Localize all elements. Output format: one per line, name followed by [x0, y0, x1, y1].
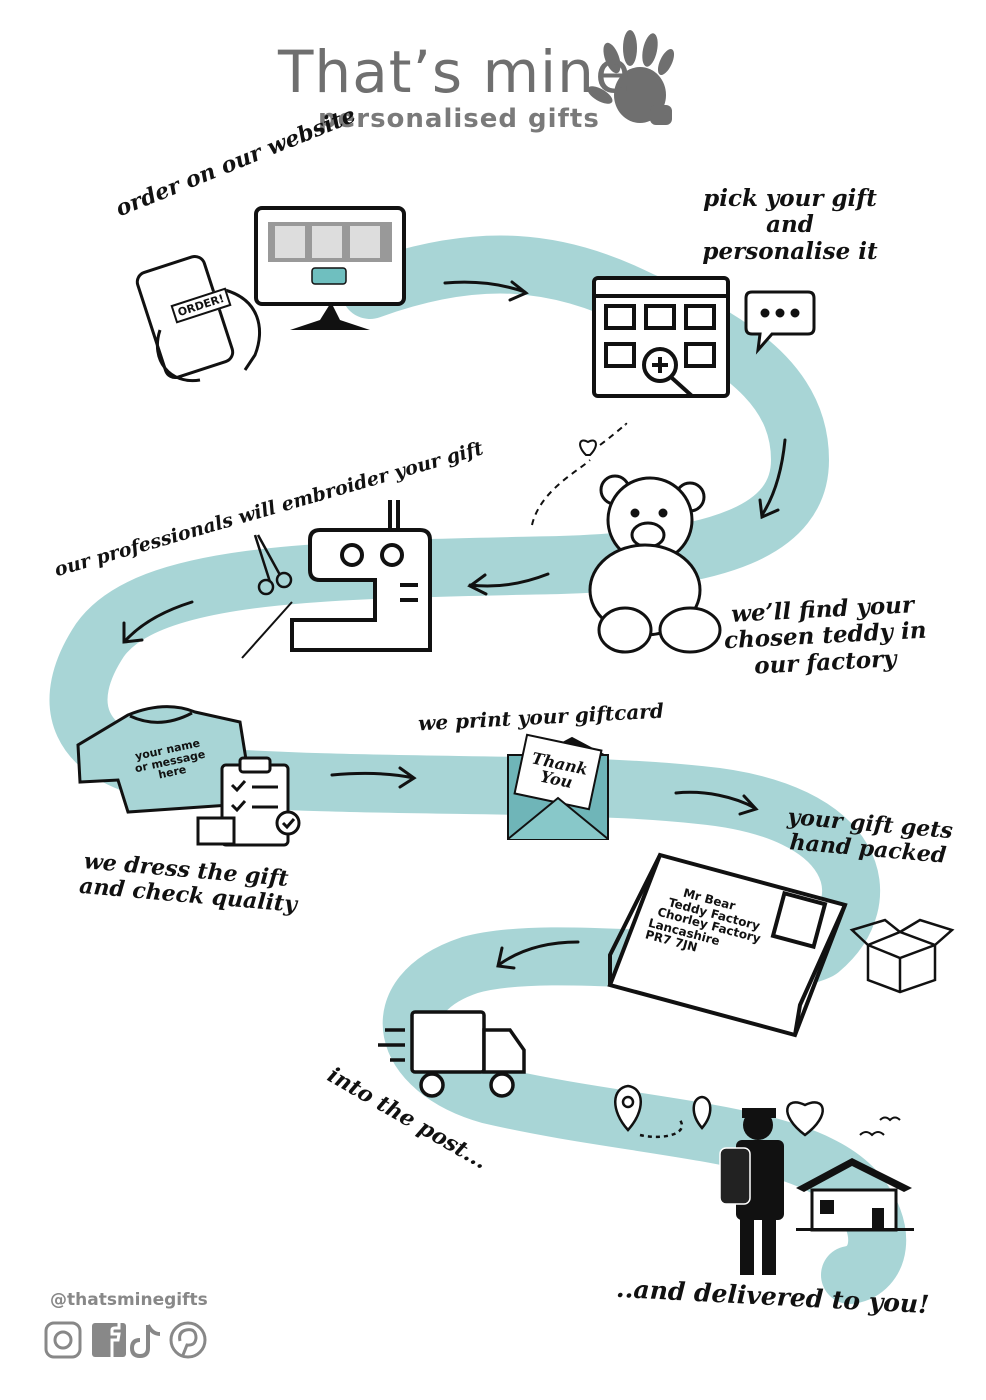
arrow-icon	[443, 280, 529, 302]
open-box-icon	[849, 918, 955, 994]
handprint-icon	[587, 30, 675, 125]
needle-icon	[241, 601, 293, 659]
courier-icon	[719, 1108, 784, 1275]
small-heart-icon	[579, 439, 597, 456]
dashed-trail	[531, 422, 628, 526]
house-icon	[796, 1158, 914, 1232]
truck-icon	[378, 1010, 526, 1098]
sewing-machine-icon	[290, 500, 432, 652]
facebook-icon[interactable]	[92, 1323, 126, 1357]
brand-title: That’s mine	[278, 38, 632, 106]
monitor-icon	[254, 206, 406, 330]
step-pick-line-3: personalise it	[702, 237, 878, 265]
tiktok-icon[interactable]	[129, 1324, 161, 1359]
winding-path	[49, 235, 907, 1304]
sweater-icon	[76, 705, 250, 814]
envelope-icon	[507, 733, 609, 840]
scissors-icon	[253, 534, 293, 596]
social-handle[interactable]: @thatsminegifts	[50, 1290, 208, 1310]
arrow-icon	[467, 572, 550, 596]
step-pick-line-2: and	[766, 211, 814, 239]
heart-icon	[786, 1101, 824, 1137]
step-pick-line-1: pick your gift	[703, 185, 877, 212]
arrow-icon	[758, 438, 787, 520]
arrow-icon	[674, 790, 759, 816]
step-pick-label: pick your gift and personalise it	[700, 185, 880, 265]
step-find-label: we’ll find your chosen teddy in our fact…	[722, 591, 927, 682]
speech-bubble-icon	[744, 290, 816, 355]
box-icon	[607, 852, 848, 1038]
brand-subtitle: personalised gifts	[318, 104, 600, 134]
arrow-icon	[496, 940, 580, 970]
birds-icon	[859, 1116, 901, 1137]
grid-search-icon	[592, 276, 730, 398]
arrow-icon	[122, 600, 194, 644]
phone-icon	[135, 254, 262, 383]
pinterest-icon[interactable]	[169, 1321, 207, 1359]
arrow-icon	[330, 766, 417, 789]
teddy-bear-icon	[588, 474, 722, 654]
map-pin-icon	[614, 1084, 712, 1139]
clipboard-icon	[196, 756, 301, 847]
instagram-icon[interactable]	[44, 1321, 82, 1359]
